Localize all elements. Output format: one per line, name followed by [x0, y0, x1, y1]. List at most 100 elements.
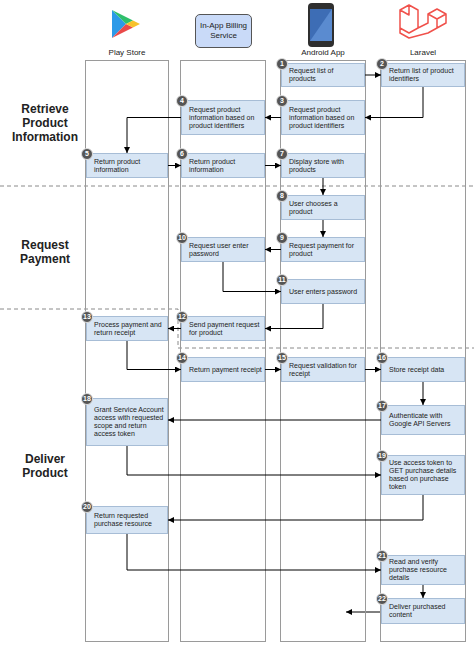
callout-number: 17: [376, 400, 388, 412]
process-box: 19Use access token to GET purchase detai…: [381, 455, 465, 495]
process-box: 17Authenticate with Google API Servers: [381, 405, 465, 435]
flow-arrow: [323, 178, 324, 195]
step-text: User enters password: [289, 288, 362, 296]
step-text: Return payment receipt: [189, 366, 262, 374]
flow-arrow: [168, 420, 381, 421]
flow-arrow: [168, 165, 181, 166]
process-box: 1Request list of products: [281, 63, 365, 87]
section-divider: [0, 309, 474, 348]
lane-title: In-App Billing Service: [195, 14, 252, 48]
flow-arrow: [365, 369, 381, 370]
callout-number: 9: [276, 232, 288, 244]
callout-number: 13: [81, 311, 93, 323]
flow-arrow: [265, 249, 281, 250]
section-divider: [0, 186, 474, 187]
callout-number: 21: [376, 550, 388, 562]
process-box: 14Return payment receipt: [181, 357, 265, 382]
process-box: 18Grant Service Account access with requ…: [86, 398, 168, 446]
callout-number: 10: [176, 232, 188, 244]
process-box: 15Request validation for receipt: [281, 357, 365, 382]
lane-title: Play Store: [74, 48, 180, 58]
step-text: Request validation for receipt: [289, 362, 362, 378]
callout-number: 3: [276, 95, 288, 107]
flow-arrow: [168, 495, 423, 520]
lane-title: Laravel: [369, 48, 474, 58]
step-text: Request payment for product: [289, 242, 362, 258]
step-text: Return product information: [94, 158, 165, 174]
callout-number: 6: [176, 148, 188, 160]
section-label: Deliver Product: [3, 452, 87, 480]
callout-number: 12: [176, 311, 188, 323]
icon-part: [126, 21, 140, 28]
callout-number: 1: [276, 58, 288, 70]
process-box: 10Request user enter password: [181, 237, 265, 262]
step-text: Display store with products: [289, 158, 362, 174]
step-text: Return list of product identifiers: [389, 67, 462, 83]
callout-number: 22: [376, 593, 388, 605]
step-text: Process payment and return receipt: [94, 321, 165, 337]
flow-arrow: [127, 446, 381, 475]
step-text: Request product information based on pro…: [189, 106, 262, 130]
callout-number: 2: [376, 58, 388, 70]
flow-arrow: [365, 75, 381, 76]
flow-arrow: [265, 117, 281, 118]
process-box: 21Read and verify purchase resource deta…: [381, 555, 465, 585]
callout-number: 14: [176, 352, 188, 364]
deliver-arrow: [346, 612, 380, 613]
process-box: 2Return list of product identifiers: [381, 63, 465, 87]
process-box: 7Display store with products: [281, 153, 365, 178]
process-box: 3Request product information based on pr…: [281, 100, 365, 135]
step-text: User chooses a product: [289, 200, 362, 216]
process-box: 9Request payment for product: [281, 237, 365, 262]
process-box: 11User enters password: [281, 279, 365, 304]
play-store-icon: [112, 10, 140, 38]
flow-arrow: [127, 118, 181, 154]
android-phone-icon: [308, 3, 334, 47]
flow-arrow: [168, 328, 181, 329]
step-text: Request list of products: [289, 67, 362, 83]
section-label: Request Payment: [3, 238, 87, 266]
step-text: Deliver purchased content: [389, 603, 462, 619]
flow-arrow: [127, 534, 381, 570]
swimlane: 5Return product information 13Process pay…: [85, 60, 169, 642]
swimlane: 2Return list of product identifiers 16Sto…: [380, 60, 466, 642]
process-box: 6Return product information: [181, 153, 265, 178]
callout-number: 18: [81, 393, 93, 405]
process-box: 16Store receipt data: [381, 357, 465, 382]
flow-arrow: [423, 585, 424, 598]
callout-number: 8: [276, 190, 288, 202]
step-text: Return product information: [189, 158, 262, 174]
process-box: 5Return product information: [86, 153, 168, 178]
process-box: 20Return requested purchase resource: [86, 506, 168, 534]
laravel-logo: [400, 5, 446, 38]
callout-number: 15: [276, 352, 288, 364]
callout-number: 19: [376, 450, 388, 462]
section-label: Retrieve Product Information: [3, 102, 87, 144]
step-text: Authenticate with Google API Servers: [389, 412, 462, 428]
step-text: Request product information based on pro…: [289, 106, 362, 130]
flow-arrow: [223, 262, 281, 292]
process-box: 22Deliver purchased content: [381, 598, 465, 624]
flow-arrow: [423, 382, 424, 405]
process-box: 12Send payment request for product: [181, 316, 265, 341]
callout-number: 16: [376, 352, 388, 364]
step-text: Send payment request for product: [189, 321, 262, 337]
flow-arrow: [365, 87, 423, 118]
step-text: Grant Service Account access with reques…: [94, 406, 165, 438]
flow-arrow: [265, 304, 323, 329]
lane-title: Android App: [269, 48, 377, 58]
flow-arrow: [265, 165, 281, 166]
phone-screen-shade: [310, 9, 332, 41]
flow-arrow: [323, 220, 324, 237]
step-text: Read and verify purchase resource detail…: [389, 558, 462, 582]
process-box: 13Process payment and return receipt: [86, 316, 168, 341]
flow-arrow: [265, 369, 281, 370]
flow-arrow: [127, 341, 181, 370]
phone-screen: [310, 9, 332, 41]
icon-part: [112, 10, 133, 24]
process-box: 4Request product information based on pr…: [181, 100, 265, 135]
step-text: Return requested purchase resource: [94, 512, 165, 528]
callout-number: 4: [176, 95, 188, 107]
